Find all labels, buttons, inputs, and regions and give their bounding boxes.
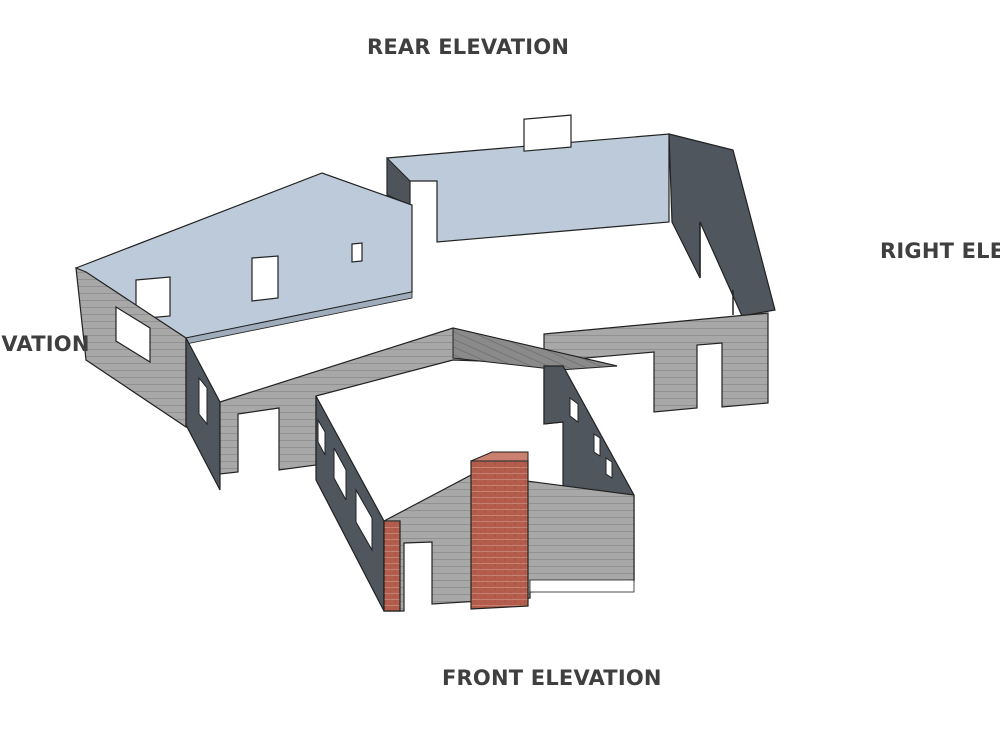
right-wall-group — [543, 133, 776, 425]
rear-elevation-label: REAR ELEVATION — [367, 35, 570, 59]
front-elevation-label: FRONT ELEVATION — [442, 666, 662, 690]
front-right-window-1 — [569, 397, 579, 423]
rear-wall-group — [74, 114, 670, 345]
left-return-window — [198, 376, 208, 426]
front-right-window-2 — [593, 433, 601, 457]
right-wall-dark — [668, 133, 776, 317]
left-elevation-label: LEFT ELEVATION — [0, 332, 90, 356]
brick-pilaster — [383, 520, 401, 612]
front-wall-group — [315, 395, 635, 612]
front-left-window-1 — [317, 418, 326, 456]
left-wall-window — [115, 305, 151, 364]
front-left-window-2 — [333, 447, 347, 501]
rear-gable-window-3 — [351, 242, 363, 263]
right-elevation-label: RIGHT ELEVATION — [880, 239, 1000, 263]
rear-gable-window-2 — [251, 255, 279, 302]
front-wall-base-trim — [529, 579, 635, 593]
left-wall-group — [75, 267, 221, 491]
brick-chimney-top — [470, 451, 529, 462]
rear-window — [523, 114, 572, 152]
front-right-window-3 — [605, 457, 613, 479]
front-left-dark-wall — [315, 395, 385, 612]
brick-chimney-front — [470, 460, 529, 610]
front-left-window-3 — [355, 488, 373, 552]
